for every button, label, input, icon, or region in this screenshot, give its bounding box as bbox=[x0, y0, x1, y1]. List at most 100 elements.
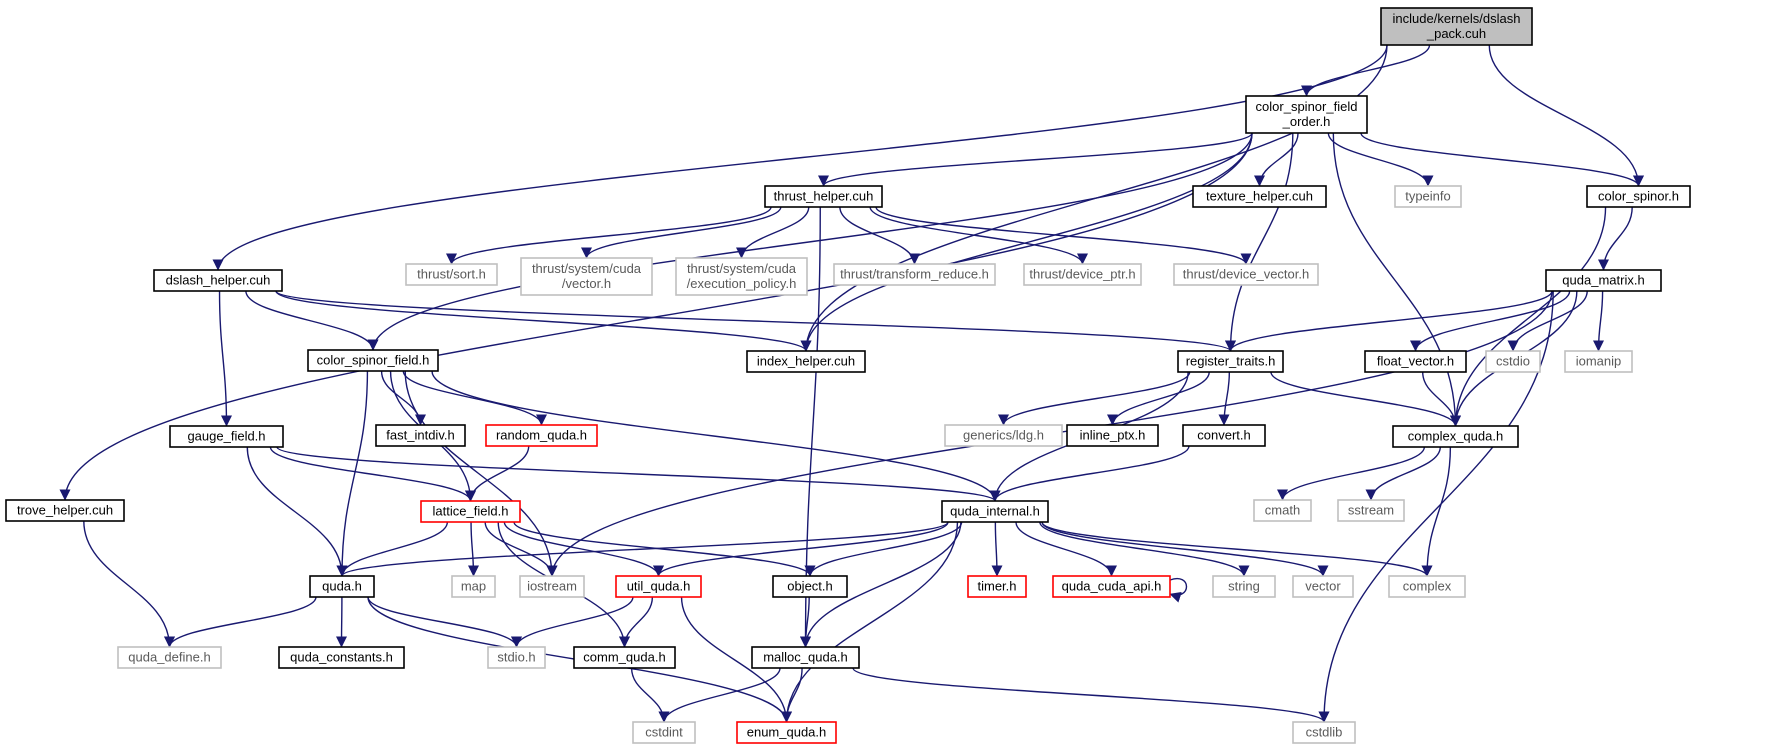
edge-line bbox=[336, 521, 449, 577]
node-label: random_quda.h bbox=[496, 428, 587, 443]
node-box bbox=[615, 575, 702, 598]
node-map: map bbox=[451, 575, 496, 598]
edge-csfo-to-trove-helper bbox=[59, 132, 1253, 501]
edge-quda-internal-to-malloc-quda bbox=[799, 521, 962, 648]
node-box bbox=[833, 263, 996, 286]
node-label: quda_internal.h bbox=[950, 504, 1040, 519]
edge-line bbox=[380, 370, 427, 426]
node-box bbox=[1586, 185, 1691, 208]
node-complex: complex bbox=[1388, 575, 1466, 598]
node-iomanip: iomanip bbox=[1564, 350, 1633, 373]
node-complex-quda[interactable]: complex_quda.h bbox=[1392, 425, 1519, 448]
node-texture-helper[interactable]: texture_helper.cuh bbox=[1192, 185, 1327, 208]
node-box bbox=[1388, 575, 1466, 598]
node-fast-intdiv[interactable]: fast_intdiv.h bbox=[375, 424, 466, 447]
node-label: index_helper.cuh bbox=[757, 354, 855, 369]
node-register-traits[interactable]: register_traits.h bbox=[1177, 350, 1284, 373]
node-box bbox=[1192, 185, 1327, 208]
node-box bbox=[675, 257, 808, 296]
edge-gauge-field-to-quda-internal bbox=[276, 446, 1001, 502]
node-label: enum_quda.h bbox=[747, 725, 827, 740]
node-lattice-field[interactable]: lattice_field.h bbox=[420, 500, 521, 523]
node-object[interactable]: object.h bbox=[772, 575, 848, 598]
node-comm-quda[interactable]: comm_quda.h bbox=[573, 646, 676, 669]
edge-line bbox=[1597, 206, 1633, 271]
node-typeinfo: typeinfo bbox=[1394, 185, 1462, 208]
node-malloc-quda[interactable]: malloc_quda.h bbox=[751, 646, 860, 669]
node-timer[interactable]: timer.h bbox=[967, 575, 1027, 598]
node-label: color_spinor_field.h bbox=[317, 353, 430, 368]
edge-line bbox=[336, 521, 949, 577]
node-box bbox=[1545, 269, 1662, 292]
edge-root-to-color-spinor bbox=[1488, 44, 1645, 187]
node-box bbox=[405, 263, 498, 286]
node-box bbox=[1212, 575, 1276, 598]
edge-line bbox=[367, 132, 1253, 351]
node-csfo[interactable]: color_spinor_field_order.h bbox=[1245, 95, 1368, 134]
node-label: iostream bbox=[527, 579, 577, 594]
node-color-spinor-field[interactable]: color_spinor_field.h bbox=[307, 349, 439, 372]
node-label: thrust/sort.h bbox=[417, 267, 486, 282]
edge-quda-matrix-to-register-traits bbox=[1225, 290, 1553, 352]
edge-line bbox=[1449, 206, 1607, 427]
edge-line bbox=[799, 521, 962, 648]
edge-quda-cuda-api-to-quda-cuda-api bbox=[1169, 577, 1187, 603]
edge-dslash-helper-to-color-spinor-field bbox=[245, 290, 379, 351]
edge-line bbox=[1488, 44, 1645, 187]
edge-line bbox=[1332, 132, 1462, 427]
node-trove-helper[interactable]: trove_helper.cuh bbox=[5, 499, 125, 522]
node-box bbox=[1380, 7, 1533, 46]
edge-quda-internal-to-quda-h bbox=[336, 521, 949, 577]
node-label: iomanip bbox=[1576, 354, 1622, 369]
edge-random-quda-to-lattice-field bbox=[464, 445, 530, 502]
node-label: quda_cuda_api.h bbox=[1062, 579, 1162, 594]
edge-thrust-helper-to-thrust-dvec bbox=[875, 206, 1252, 265]
node-gauge-field[interactable]: gauge_field.h bbox=[169, 425, 284, 448]
edge-line bbox=[1409, 290, 1571, 352]
node-inline-ptx[interactable]: inline_ptx.h bbox=[1066, 424, 1159, 447]
node-enum-quda[interactable]: enum_quda.h bbox=[736, 721, 837, 744]
node-label: cstdint bbox=[645, 725, 683, 740]
edge-line bbox=[1300, 44, 1431, 97]
edge-malloc-quda-to-cstdint bbox=[658, 667, 781, 723]
edge-line bbox=[653, 521, 949, 577]
node-quda-matrix[interactable]: quda_matrix.h bbox=[1545, 269, 1662, 292]
node-util-quda[interactable]: util_quda.h bbox=[615, 575, 702, 598]
edge-line bbox=[404, 370, 558, 577]
node-index-helper[interactable]: index_helper.cuh bbox=[746, 350, 866, 373]
node-quda-internal[interactable]: quda_internal.h bbox=[941, 500, 1049, 523]
edge-line bbox=[275, 290, 812, 352]
edge-line bbox=[1169, 577, 1187, 603]
node-float-vector[interactable]: float_vector.h bbox=[1364, 350, 1467, 373]
node-convert[interactable]: convert.h bbox=[1182, 424, 1266, 447]
node-root[interactable]: include/kernels/dslash_pack.cuh bbox=[1380, 7, 1533, 46]
node-quda-define: quda_define.h bbox=[117, 646, 222, 669]
edge-line bbox=[1041, 521, 1329, 577]
edge-quda-h-to-quda-define bbox=[163, 596, 317, 648]
node-thrust-sort: thrust/sort.h bbox=[405, 263, 498, 286]
node-label: _order.h bbox=[1282, 114, 1331, 129]
edge-line bbox=[780, 521, 959, 723]
node-label: thrust/system/cuda bbox=[532, 261, 642, 276]
node-box bbox=[487, 646, 546, 669]
node-box bbox=[309, 575, 375, 598]
edge-line bbox=[59, 132, 1253, 501]
edge-line bbox=[1276, 446, 1426, 501]
node-random-quda[interactable]: random_quda.h bbox=[485, 424, 598, 447]
edge-line bbox=[218, 290, 233, 427]
edge-line bbox=[1041, 521, 1433, 577]
edge-quda-h-to-stdio bbox=[367, 596, 523, 648]
node-label: util_quda.h bbox=[627, 579, 691, 594]
edge-register-traits-to-generics-ldg bbox=[997, 371, 1191, 426]
node-quda-constants[interactable]: quda_constants.h bbox=[278, 646, 405, 669]
edge-csfo-to-texture-helper bbox=[1253, 132, 1299, 187]
edge-lattice-field-to-util-quda bbox=[503, 521, 665, 577]
node-dslash-helper[interactable]: dslash_helper.cuh bbox=[153, 269, 283, 292]
node-quda-cuda-api[interactable]: quda_cuda_api.h bbox=[1052, 575, 1171, 598]
node-color-spinor[interactable]: color_spinor.h bbox=[1586, 185, 1691, 208]
node-thrust-helper[interactable]: thrust_helper.cuh bbox=[764, 185, 883, 208]
node-quda-h[interactable]: quda.h bbox=[309, 575, 375, 598]
node-label: float_vector.h bbox=[1377, 354, 1454, 369]
node-box bbox=[420, 500, 521, 523]
edge-line bbox=[269, 446, 477, 502]
